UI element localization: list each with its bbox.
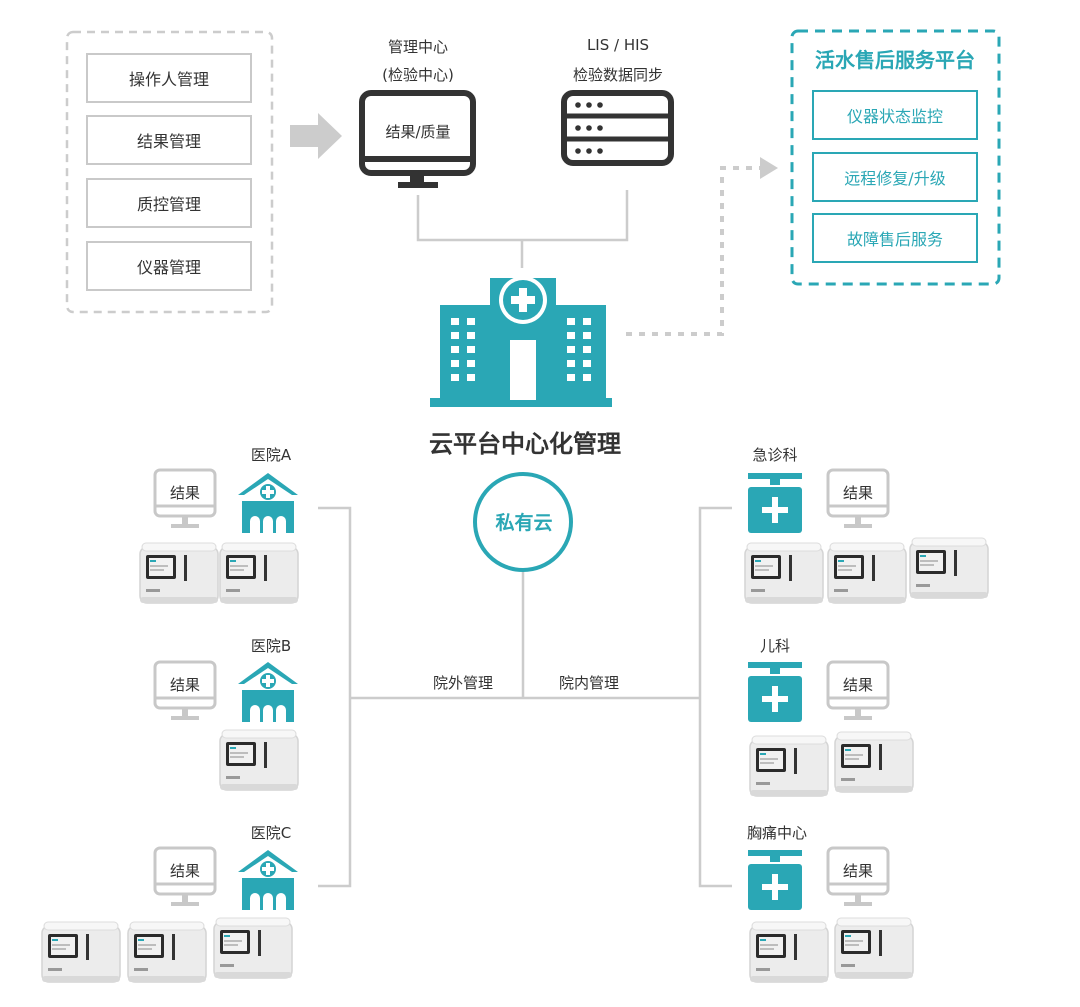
center-label-line1: 管理中心 [387, 38, 448, 56]
service-item-aftersales: 故障售后服务 [812, 213, 978, 263]
lis-label-line1: LIS / HIS [586, 36, 650, 54]
hospital-b-icon [238, 662, 298, 722]
lis-label-line2: 检验数据同步 [572, 66, 663, 84]
service-dashed-frame [790, 29, 1001, 286]
service-item-monitor: 仪器状态监控 [812, 90, 978, 140]
management-monitor-icon [359, 90, 476, 188]
right-bracket [698, 506, 732, 888]
hospital-b-label: 医院B [250, 637, 292, 655]
chest-pain-dept-label: 胸痛中心 [746, 824, 807, 842]
emergency-dept-label: 急诊科 [752, 446, 798, 464]
private-cloud-label: 私有云 [495, 512, 553, 534]
pediatrics-dept-label: 儿科 [759, 637, 790, 655]
hospital-c-icon [238, 850, 298, 910]
server-icon [561, 90, 674, 166]
analyzer-device-icon [834, 731, 914, 793]
pediatrics-dept-icon [748, 662, 802, 722]
result-label: 结果 [169, 676, 200, 694]
service-platform-title: 活水售后服务平台 [815, 48, 975, 72]
top-connector [416, 190, 629, 268]
mgmt-item-qc: 质控管理 [86, 178, 252, 228]
analyzer-device-icon [219, 729, 299, 791]
inside-mgmt-label: 院内管理 [558, 674, 619, 692]
center-label-line2: (检验中心) [382, 66, 454, 84]
result-label: 结果 [842, 862, 873, 880]
mgmt-item-result: 结果管理 [86, 115, 252, 165]
arrow-right-icon [290, 113, 342, 159]
service-dotted-link [626, 166, 760, 336]
service-item-remote: 远程修复/升级 [812, 152, 978, 202]
dotted-arrow-icon [760, 157, 778, 179]
left-bracket [318, 506, 352, 888]
analyzer-device-icon [827, 542, 907, 604]
private-cloud-circle [473, 472, 573, 572]
center-connectors [350, 572, 700, 700]
platform-title: 云平台中心化管理 [429, 430, 621, 458]
analyzer-device-icon [41, 921, 121, 983]
analyzer-device-icon [749, 735, 829, 797]
hospital-building-icon [430, 276, 612, 407]
result-label: 结果 [842, 676, 873, 694]
result-label: 结果 [842, 484, 873, 502]
analyzer-device-icon [744, 542, 824, 604]
analyzer-device-icon [139, 542, 219, 604]
analyzer-device-icon [834, 917, 914, 979]
chest-pain-dept-icon [748, 850, 802, 910]
management-dashed-frame [65, 30, 274, 314]
analyzer-device-icon [909, 537, 989, 599]
hospital-c-label: 医院C [250, 824, 292, 842]
analyzer-device-icon [127, 921, 207, 983]
result-label: 结果 [169, 862, 200, 880]
emergency-dept-icon [748, 473, 802, 533]
hospital-a-label: 医院A [250, 446, 292, 464]
result-label: 结果 [169, 484, 200, 502]
analyzer-device-icon [749, 921, 829, 983]
mgmt-item-operator: 操作人管理 [86, 53, 252, 103]
mgmt-item-instrument: 仪器管理 [86, 241, 252, 291]
outside-mgmt-label: 院外管理 [432, 674, 493, 692]
monitor-screen-text: 结果/质量 [385, 123, 451, 141]
hospital-a-icon [238, 473, 298, 533]
analyzer-device-icon [219, 542, 299, 604]
analyzer-device-icon [213, 917, 293, 979]
